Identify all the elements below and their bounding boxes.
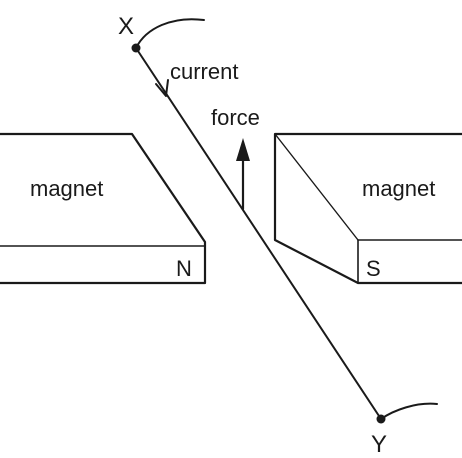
right-magnet-bevel-edge <box>274 133 359 241</box>
right-magnet-label: magnet <box>362 176 435 201</box>
wire-lead-x <box>135 18 205 49</box>
left-magnet-label: magnet <box>30 176 103 201</box>
terminal-y-dot <box>376 414 386 424</box>
wire: X Y <box>118 13 438 458</box>
terminal-y-label: Y <box>371 431 387 458</box>
left-magnet: magnet N <box>0 132 207 285</box>
right-magnet: magnet S <box>273 132 462 285</box>
left-magnet-top-outline <box>0 132 207 285</box>
force-arrowhead <box>236 138 250 161</box>
current-arrow: current <box>155 59 238 97</box>
wire-line <box>135 47 382 420</box>
current-arrowhead <box>155 79 169 97</box>
current-label: current <box>170 59 238 84</box>
force-label: force <box>211 105 260 130</box>
south-pole-label: S <box>366 256 381 281</box>
force-arrow: force <box>211 105 260 211</box>
right-magnet-outline <box>273 132 462 285</box>
wire-lead-y <box>380 402 438 420</box>
terminal-x-label: X <box>118 13 134 40</box>
terminal-x-dot <box>131 43 141 53</box>
north-pole-label: N <box>176 256 192 281</box>
